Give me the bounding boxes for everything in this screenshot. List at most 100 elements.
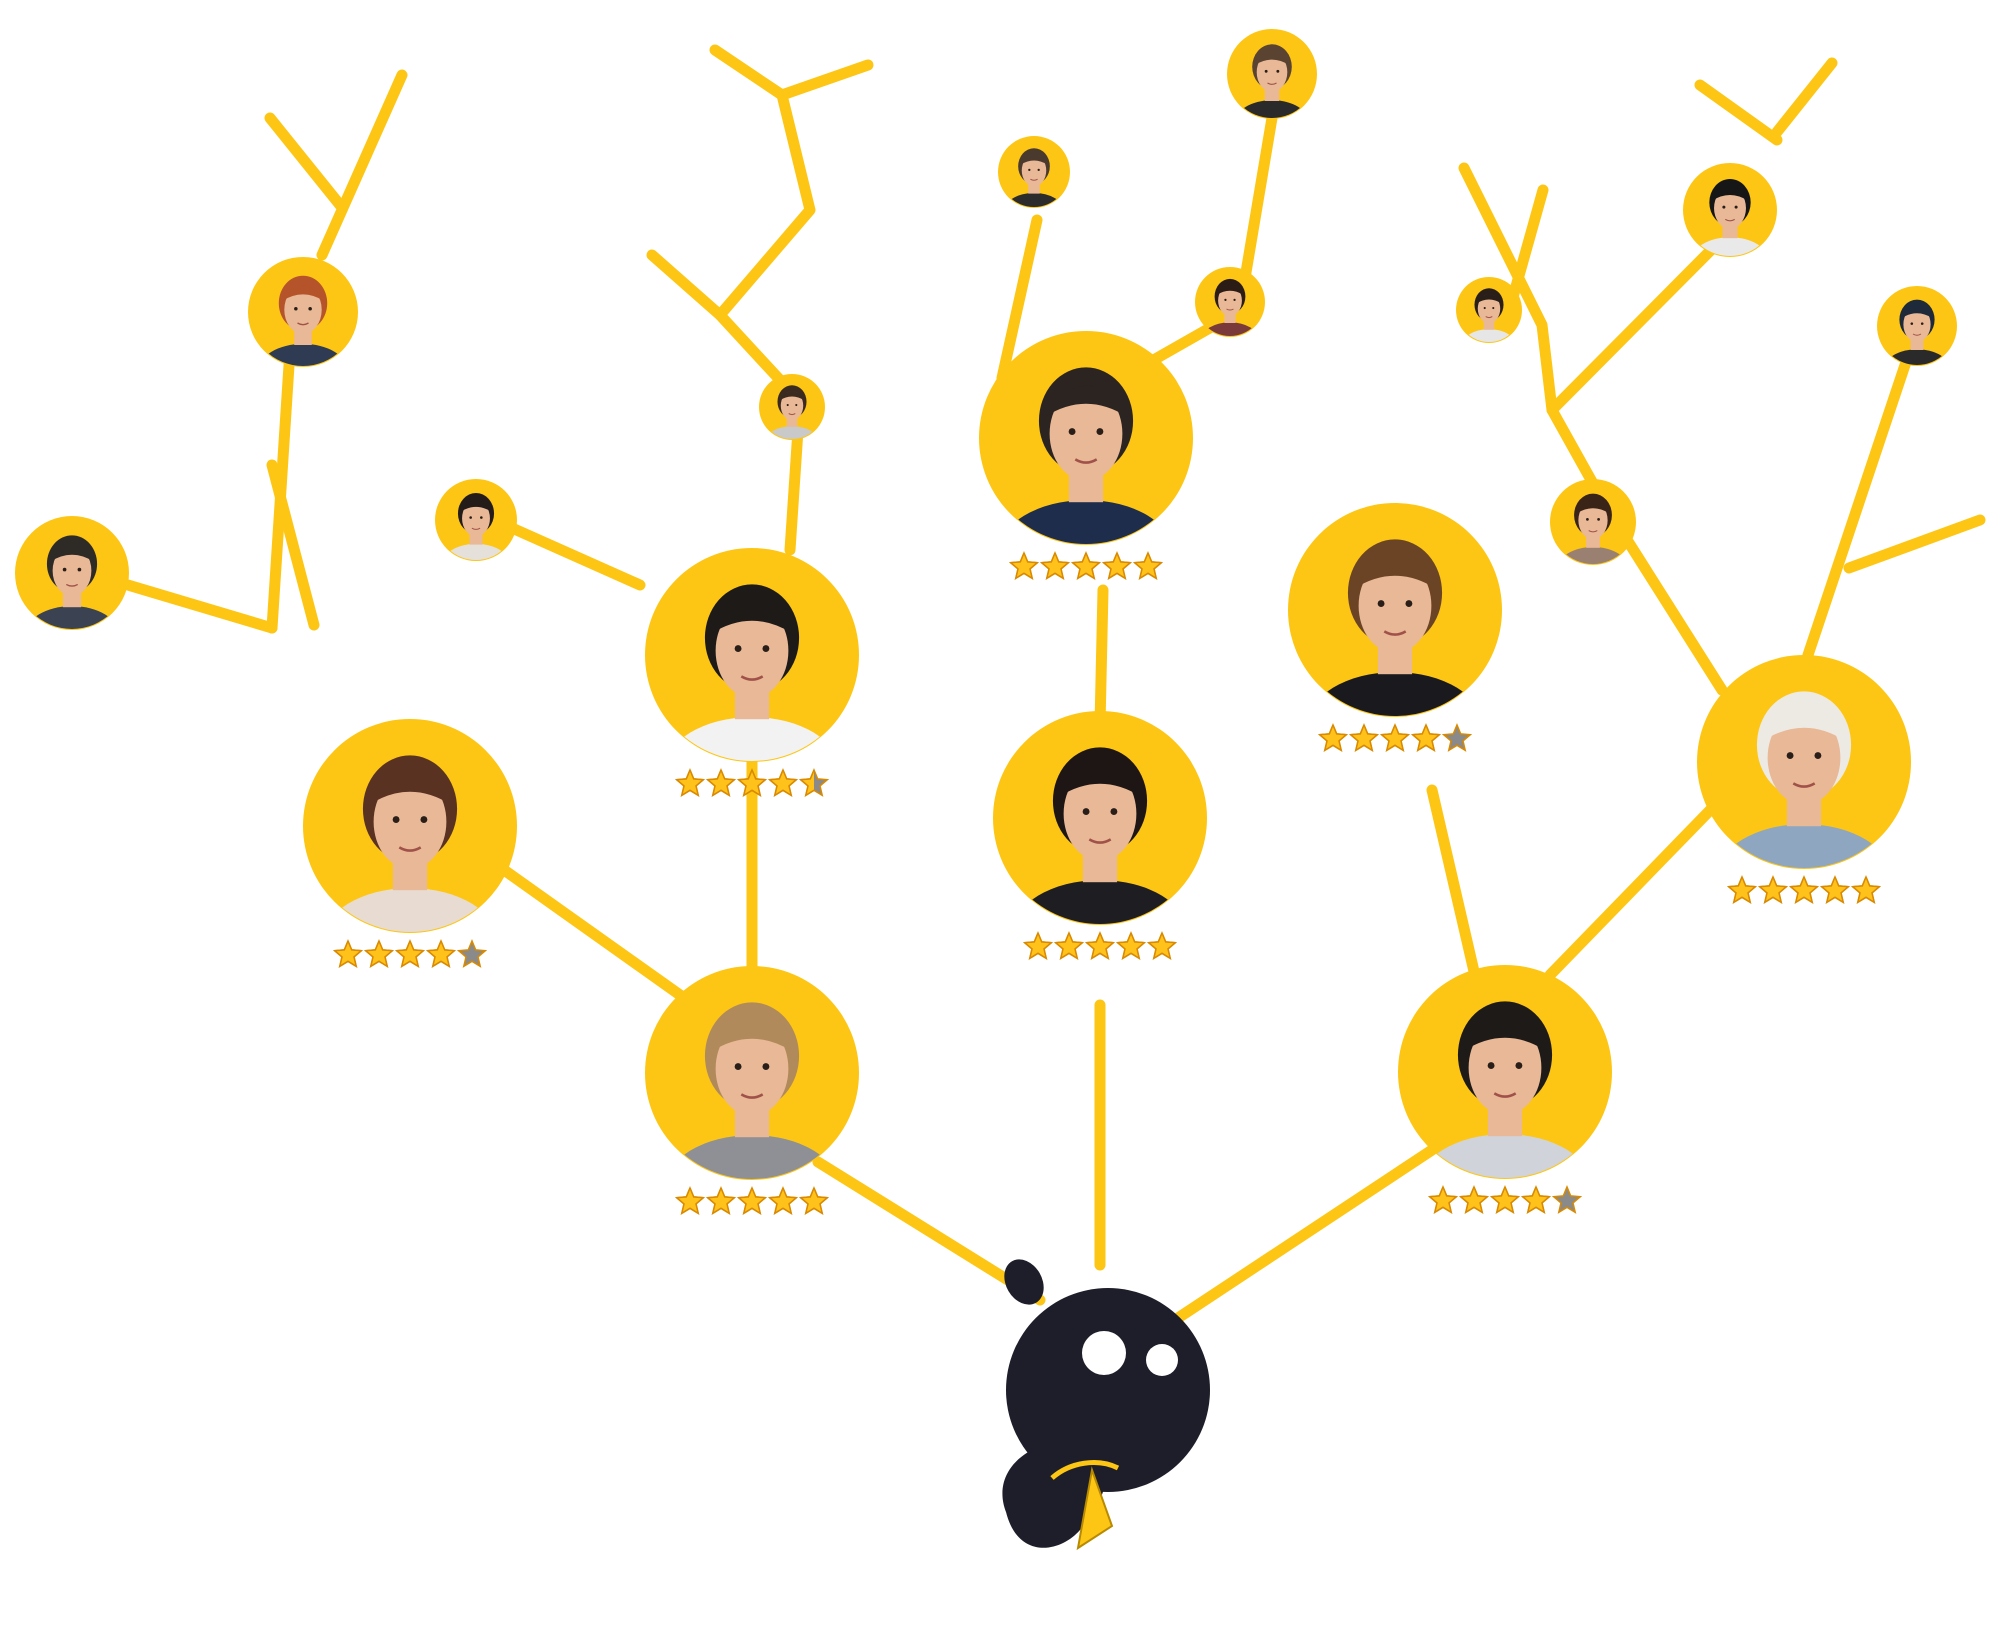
- star-filled-icon: [1381, 725, 1409, 752]
- branch-line: [812, 1156, 1046, 1306]
- star-filled-icon: [1086, 933, 1114, 960]
- star-filled-icon: [1103, 553, 1131, 580]
- person-avatar-icon: [257, 275, 349, 366]
- person-node-man-beanie[interactable]: [1877, 286, 1957, 389]
- logo-eye-right: [1146, 1344, 1178, 1376]
- person-avatar-icon: [1004, 148, 1064, 207]
- star-filled-icon: [1491, 1187, 1519, 1214]
- star-filled-icon: [1319, 725, 1347, 752]
- person-node-man-asian[interactable]: [1683, 163, 1777, 284]
- branch-line: [1169, 1144, 1438, 1326]
- person-node-man-glasses-right[interactable]: [1398, 965, 1612, 1241]
- tree-nodes: [15, 29, 1957, 1242]
- branch-line: [316, 69, 408, 261]
- person-node-woman-hijab[interactable]: [1697, 655, 1911, 931]
- star-filled-icon: [707, 1188, 735, 1215]
- person-node-man-suit[interactable]: [1288, 503, 1502, 779]
- person-node-woman-glasses[interactable]: [645, 548, 859, 824]
- star-filled-icon: [1010, 553, 1038, 580]
- star-filled-icon: [676, 770, 704, 797]
- branch-line: [1546, 242, 1719, 416]
- logo-tie: [1076, 1466, 1114, 1551]
- star-filled-icon: [800, 1188, 828, 1215]
- branch-line: [484, 854, 686, 1001]
- star-filled-icon: [1134, 553, 1162, 580]
- star-filled-icon: [1041, 553, 1069, 580]
- person-avatar-icon: [1012, 747, 1188, 924]
- star-filled-icon: [1148, 933, 1176, 960]
- person-avatar-icon: [442, 492, 510, 560]
- person-avatar-icon: [764, 385, 820, 439]
- star-filled-icon: [365, 941, 393, 968]
- star-filled-icon: [396, 941, 424, 968]
- mascot-logo-icon: [1002, 1259, 1210, 1551]
- branch-line: [1802, 356, 1912, 661]
- person-avatar-icon: [1691, 178, 1769, 256]
- branch-line: [1694, 79, 1783, 146]
- star-filled-icon: [1759, 877, 1787, 904]
- person-node-man-bearded-left[interactable]: [645, 966, 859, 1242]
- star-filled-icon: [1790, 877, 1818, 904]
- person-node-woman-bun[interactable]: [435, 479, 517, 585]
- star-icon: [1551, 1185, 1583, 1214]
- branch-line: [996, 214, 1043, 384]
- star-rating: [1427, 1185, 1583, 1214]
- person-node-woman-redhead[interactable]: [248, 257, 358, 399]
- star-filled-icon: [1460, 1187, 1488, 1214]
- star-filled-icon: [1350, 725, 1378, 752]
- branch-line: [264, 112, 346, 211]
- branch-line: [1458, 162, 1611, 511]
- person-node-man-main-top[interactable]: [979, 331, 1193, 607]
- person-node-man-beard-glasses-top[interactable]: [1227, 29, 1317, 145]
- person-node-woman-short-hair[interactable]: [759, 374, 825, 459]
- star-filled-icon: [738, 1188, 766, 1215]
- branch-line: [1094, 584, 1109, 731]
- star-filled-icon: [1821, 877, 1849, 904]
- person-node-man-left-small[interactable]: [15, 516, 129, 663]
- star-filled-icon: [707, 770, 735, 797]
- star-filled-icon: [1055, 933, 1083, 960]
- person-avatar-icon: [998, 367, 1174, 544]
- person-avatar-icon: [1201, 278, 1259, 336]
- star-filled-icon: [738, 770, 766, 797]
- person-node-woman-top-center[interactable]: [1195, 267, 1265, 357]
- star-filled-icon: [1429, 1187, 1457, 1214]
- person-avatar-icon: [322, 755, 498, 932]
- star-filled-icon: [1072, 553, 1100, 580]
- star-filled-icon: [427, 941, 455, 968]
- star-filled-icon: [769, 1188, 797, 1215]
- logo-head: [1006, 1288, 1210, 1492]
- person-node-woman-right-small[interactable]: [1550, 479, 1636, 590]
- logo-ear: [1004, 1259, 1044, 1305]
- star-filled-icon: [800, 770, 814, 797]
- person-avatar-icon: [25, 535, 119, 629]
- person-avatar-icon: [664, 584, 840, 761]
- logo-eye-left: [1082, 1331, 1126, 1375]
- person-node-man-curtain-hair[interactable]: [998, 136, 1070, 229]
- person-avatar-icon: [1461, 288, 1517, 342]
- star-rating: [1726, 875, 1882, 904]
- logo-collar: [1050, 1460, 1120, 1480]
- star-icon: [1441, 723, 1473, 752]
- star-rating: [332, 939, 488, 968]
- star-rating: [674, 768, 830, 797]
- branch-line: [506, 522, 646, 591]
- star-icon: [456, 939, 488, 968]
- person-avatar-icon: [1235, 44, 1309, 118]
- branch-line: [1843, 514, 1986, 574]
- star-filled-icon: [1728, 877, 1756, 904]
- person-node-woman-dark-hair-right[interactable]: [1456, 277, 1522, 362]
- person-node-woman-long-hair[interactable]: [303, 719, 517, 995]
- person-avatar-icon: [1716, 691, 1892, 868]
- person-avatar-icon: [1884, 299, 1950, 365]
- star-filled-icon: [1852, 877, 1880, 904]
- branch-line: [1426, 784, 1482, 986]
- person-node-woman-center[interactable]: [993, 711, 1207, 987]
- star-filled-icon: [1024, 933, 1052, 960]
- person-avatar-icon: [1307, 539, 1483, 716]
- star-filled-icon: [334, 941, 362, 968]
- star-filled-icon: [1412, 725, 1440, 752]
- branch-line: [266, 344, 296, 634]
- person-avatar-icon: [1557, 493, 1629, 564]
